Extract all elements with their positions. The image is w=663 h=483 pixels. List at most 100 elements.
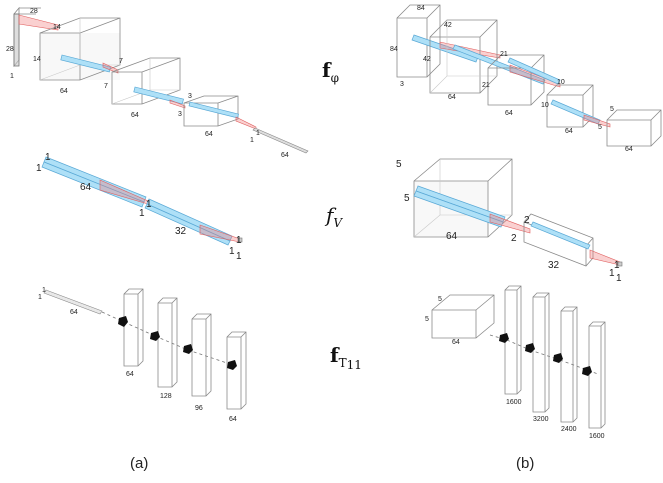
activation-node — [499, 333, 509, 343]
fc-column-64-out — [226, 331, 247, 410]
output-node — [617, 261, 623, 267]
dim-label: 5 — [404, 193, 410, 204]
kernel-projection — [235, 116, 257, 130]
dim-label: 3200 — [533, 416, 549, 423]
activation-node — [118, 316, 128, 327]
f-t-label: fT11 — [330, 343, 362, 372]
fc-column-2400 — [560, 306, 578, 423]
dim-label: 10 — [557, 79, 565, 86]
dim-label: 1 — [609, 268, 615, 279]
dim-label: 10 — [541, 102, 549, 109]
fc-column-96 — [191, 313, 212, 397]
kernel-projection — [583, 114, 611, 128]
panel-a-f-phi-network: 28 14 28 1 14 64 7 7 64 3 3 64 1 1 64 — [6, 6, 309, 159]
panel-b: 84 84 42 3 42 64 21 21 64 10 10 64 5 5 6… — [390, 4, 662, 472]
dim-label: 1 — [256, 130, 260, 137]
f-phi-label: fφ — [322, 58, 339, 85]
conv-block-b4 — [606, 109, 662, 147]
dim-label: 64 — [281, 152, 289, 159]
dim-label: 32 — [175, 226, 187, 237]
dim-label: 64 — [625, 146, 633, 153]
kernel-projection — [169, 99, 186, 109]
dim-label: 1 — [236, 251, 242, 262]
fc-column-1600-out — [588, 321, 606, 429]
dim-label: 1 — [616, 273, 622, 284]
dim-label: 1600 — [589, 433, 605, 440]
feature-strip — [507, 57, 561, 85]
dim-label: 42 — [444, 22, 452, 29]
dim-label: 5 — [598, 124, 602, 131]
function-labels: fφ fV fT11 — [322, 58, 362, 372]
conv-block-b1 — [429, 19, 498, 94]
dim-label: 2400 — [561, 426, 577, 433]
panel-a-caption: (a) — [130, 455, 148, 472]
dim-label: 64 — [80, 182, 92, 193]
dim-label: 1 — [42, 287, 46, 294]
fc-column-64 — [123, 288, 144, 367]
fc-column-1600 — [504, 285, 522, 395]
panel-a: 28 14 28 1 14 64 7 7 64 3 3 64 1 1 64 1 — [6, 6, 309, 472]
dim-label: 1 — [229, 246, 235, 257]
feature-strip — [133, 86, 184, 105]
dim-label: 5 — [396, 159, 402, 170]
fc-layer-32-side — [144, 203, 231, 246]
input-strip — [43, 289, 103, 315]
dim-label: 14 — [33, 56, 41, 63]
dim-label: 7 — [119, 58, 123, 65]
fc-block-32 — [523, 213, 594, 267]
panel-b-f-v-network: 5 5 64 2 2 32 1 1 1 — [396, 158, 623, 284]
kernel-projection — [99, 179, 149, 205]
kernel-projection — [489, 213, 531, 234]
dim-label: 64 — [70, 309, 78, 316]
dim-label: 1 — [236, 235, 242, 246]
dim-label: 64 — [446, 231, 458, 242]
dim-label: 64 — [565, 128, 573, 135]
input-block-b — [431, 294, 495, 339]
dim-label: 28 — [6, 46, 14, 53]
dim-label: 2 — [511, 233, 517, 244]
dim-label: 64 — [126, 371, 134, 378]
dim-label: 3 — [188, 93, 192, 100]
kernel-projection — [18, 14, 59, 31]
dim-label: 14 — [53, 24, 61, 31]
activation-node — [183, 344, 193, 354]
dim-label: 64 — [452, 339, 460, 346]
dim-label: 128 — [160, 393, 172, 400]
dim-label: 28 — [30, 8, 38, 15]
activation-node — [582, 366, 592, 376]
panel-b-caption: (b) — [516, 455, 534, 472]
dim-label: 64 — [60, 88, 68, 95]
dim-label: 64 — [505, 110, 513, 117]
panel-a-f-t-network: 1 1 64 64 128 96 64 — [38, 287, 247, 423]
dim-label: 1 — [139, 208, 145, 219]
f-v-label: fV — [324, 203, 343, 230]
panel-b-f-t-network: 5 5 64 1600 3200 2400 1600 — [425, 285, 606, 440]
dim-label: 2 — [524, 215, 530, 226]
connection-lines — [101, 311, 234, 366]
activation-node — [227, 360, 237, 370]
fc-column-128 — [157, 297, 178, 388]
dim-label: 42 — [423, 56, 431, 63]
dim-label: 1 — [146, 199, 152, 210]
feature-strip — [188, 101, 239, 119]
dim-label: 5 — [610, 106, 614, 113]
flatten-layer — [252, 127, 309, 154]
panel-a-f-v-network: 1 1 64 1 1 32 1 1 1 — [36, 152, 243, 262]
dim-label: 1 — [10, 73, 14, 80]
dim-label: 1 — [250, 137, 254, 144]
dim-label: 64 — [205, 131, 213, 138]
fc-layer-64-side — [41, 161, 145, 208]
dim-label: 1 — [614, 260, 620, 271]
dim-label: 1 — [38, 294, 42, 301]
dim-label: 1 — [45, 152, 51, 163]
kernel-projection — [102, 62, 119, 74]
input-layer-b — [396, 4, 441, 78]
dim-label: 21 — [482, 82, 490, 89]
dim-label: 64 — [131, 112, 139, 119]
dim-label: 84 — [417, 5, 425, 12]
dim-label: 5 — [438, 296, 442, 303]
dim-label: 1600 — [506, 399, 522, 406]
connection-lines — [489, 334, 599, 375]
dim-label: 1 — [36, 163, 42, 174]
activation-node — [150, 331, 160, 341]
